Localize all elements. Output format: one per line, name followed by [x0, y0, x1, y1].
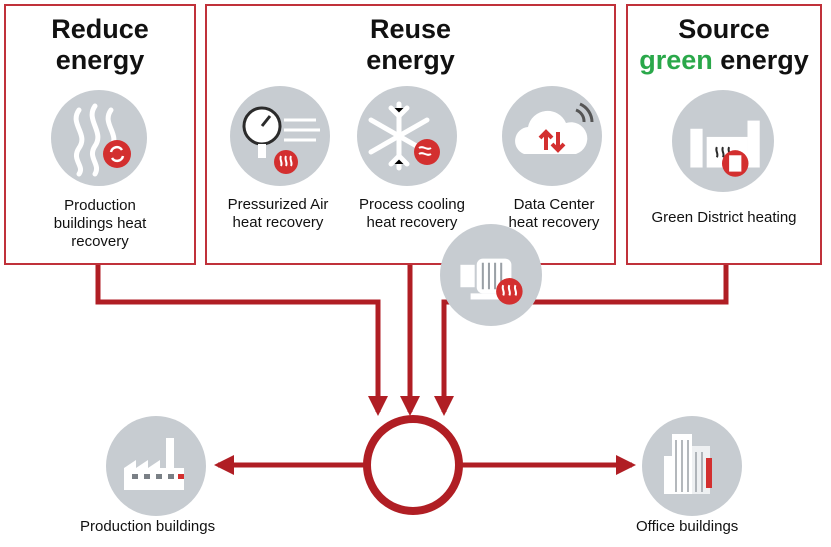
source-green-energy-title: Source green energy [639, 14, 809, 75]
pressurized-air-label: Pressurized Air heat recovery [227, 196, 329, 231]
motor-pump-icon [440, 224, 542, 326]
reduce-energy-title: Reduce energy [51, 14, 149, 75]
source-green-energy-section: Source green energy Green District heati… [626, 4, 822, 265]
snowflake-icon [357, 86, 457, 186]
process-cooling-label: Process cooling heat recovery [359, 196, 465, 231]
office-buildings-label: Office buildings [636, 518, 739, 535]
production-buildings-label: Production buildings [80, 518, 216, 535]
data-center-label: Data Center heat recovery [508, 196, 600, 231]
heat-waves-recycle-icon [51, 90, 147, 186]
reuse-energy-title: Reuse energy [366, 14, 455, 75]
production-heat-label: Production buildings heat recovery [53, 197, 147, 250]
source-connector [434, 264, 729, 416]
hub-ring-icon [363, 415, 463, 515]
reduce-connector [95, 264, 388, 416]
green-district-label: Green District heating [651, 209, 797, 226]
factory-icon [106, 416, 206, 516]
power-plant-icon [672, 90, 774, 192]
reduce-energy-section: Reduce energy Production buildings heat … [4, 4, 196, 265]
pressure-gauge-icon [230, 86, 330, 186]
reuse-energy-section: Reuse energy Pressurized Air heat recove… [205, 4, 616, 265]
cloud-data-icon [502, 86, 602, 186]
office-buildings-icon [642, 416, 742, 516]
